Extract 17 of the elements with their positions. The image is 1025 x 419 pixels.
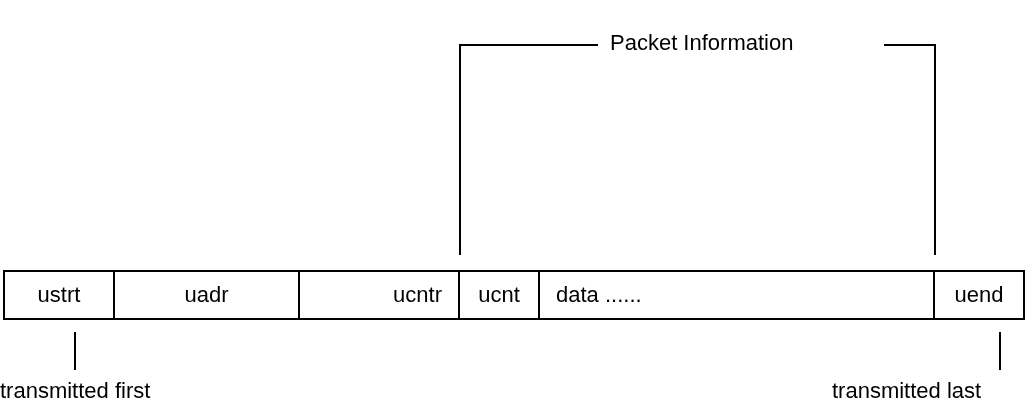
field-cell — [113, 270, 300, 320]
bracket-label: Packet Information — [610, 30, 794, 56]
field-name: uend — [954, 282, 1004, 308]
leader-line — [999, 331, 1001, 371]
field-name: uadr — [184, 282, 229, 308]
field-cell — [3, 270, 115, 320]
field-cell — [298, 270, 460, 320]
field-cell — [538, 270, 935, 320]
field-cell — [458, 270, 540, 320]
field-cell — [933, 270, 1025, 320]
leader-line — [74, 331, 76, 371]
caption-text: transmitted last — [832, 378, 982, 404]
field-name: ucnt — [478, 282, 520, 308]
field-name: data ...... — [556, 282, 642, 308]
caption-text: transmitted first — [0, 378, 151, 404]
field-name: ucntr — [393, 282, 442, 308]
field-name: ustrt — [37, 282, 81, 308]
